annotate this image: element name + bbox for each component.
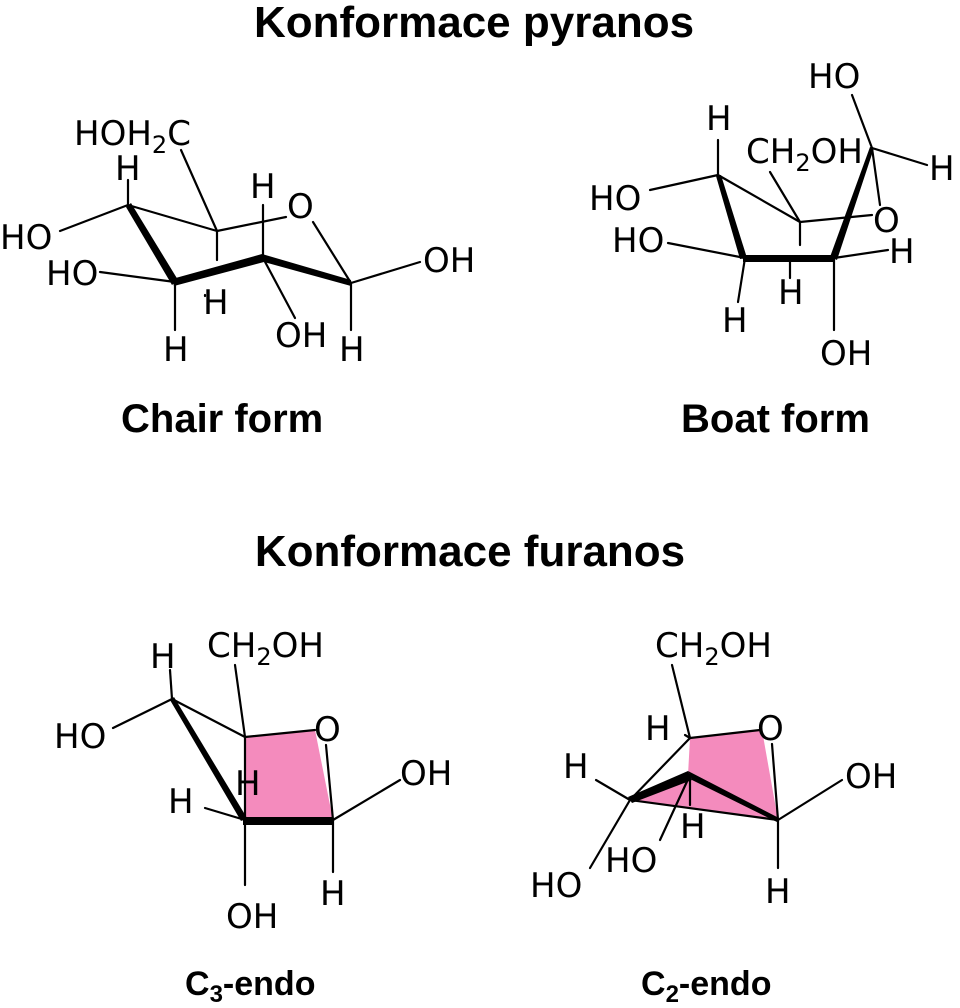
chair-bold-bond-c4-c3: [126, 203, 178, 285]
chair-form-structure: HOH2C H H O HO HO OH H H OH H: [0, 114, 475, 370]
boat-bond-c5-o: [798, 213, 874, 224]
c3-ch2oh-label: CH2OH: [207, 626, 324, 671]
boat-bold-bond-c3-c2: [743, 255, 834, 262]
boat-ho-left-1: HO: [589, 179, 641, 219]
c3-bond-c3-h: [168, 668, 174, 701]
boat-bond-c3-h: [736, 256, 747, 304]
c2-bond-c1-oh: [776, 778, 844, 822]
boat-bond-c2-h: [832, 248, 890, 260]
c2-endo-label: C2-endo: [641, 965, 771, 1008]
c2-bond-c2-ho: [658, 773, 692, 842]
c3-h-bottom: H: [320, 874, 346, 914]
chair-ho-left-2: HO: [46, 254, 98, 294]
chair-bond-c4-c5: [126, 203, 219, 233]
boat-oh-bottom: OH: [820, 334, 872, 374]
furanose-title: Konformace furanos: [255, 527, 685, 576]
c2-h-inner: H: [680, 807, 706, 847]
c2-endo-structure: CH2OH H O H OH H HO HO H: [530, 626, 897, 912]
c2-h-left: H: [563, 747, 589, 787]
chair-form-label: Chair form: [121, 397, 323, 441]
c3-ring-oxygen: O: [314, 710, 341, 750]
chair-bond-c5-ch2oh: [179, 148, 219, 233]
boat-form-label: Boat form: [681, 397, 870, 441]
chair-hoh2c-label: HOH2C: [74, 114, 191, 159]
chair-bond-c3-ho: [98, 270, 177, 284]
c3-h-top: H: [150, 637, 176, 677]
boat-h-right-mid: H: [889, 232, 915, 272]
chair-bond-c4-ho: [58, 203, 130, 233]
c3-h-inner: H: [235, 764, 261, 804]
boat-bold-bond-c2-c1: [830, 147, 874, 260]
boat-bold-bond-c4-c3: [716, 175, 747, 259]
c2-ho-left: HO: [530, 866, 582, 906]
pyranose-title: Konformace pyranos: [254, 0, 694, 47]
c2-bold-bond-c2-c1: [688, 771, 779, 823]
chair-bond-c5-o: [215, 215, 288, 233]
c2-bond-c3-ho: [588, 798, 632, 870]
boat-bond-c1-h: [870, 146, 929, 167]
boat-bond-c3-ho: [666, 241, 747, 260]
c2-endo-ring-plane: [630, 730, 778, 820]
chair-bond-o-c1: [311, 220, 353, 285]
boat-bond-c1-o: [870, 146, 882, 207]
boat-h-bottom-mid: H: [778, 273, 804, 313]
c3-endo-structure: H CH2OH HO O OH H H OH H: [54, 626, 452, 937]
c2-bond-c3-h: [594, 778, 632, 802]
chair-h-bottom-left: H: [163, 330, 189, 370]
c3-bond-c2-h: [203, 806, 247, 822]
c3-ho-left: HO: [54, 717, 106, 757]
chair-h-mid: H: [203, 283, 229, 323]
boat-ho-left-2: HO: [612, 221, 664, 261]
c2-ring-oxygen: O: [757, 709, 784, 749]
c2-h-top: H: [645, 709, 671, 749]
chair-h-top-mid: H: [250, 167, 276, 207]
c2-bond-o-c1: [770, 742, 780, 822]
c3-bond-c4-ch2oh: [233, 663, 247, 739]
c3-bond-c3-ho: [111, 697, 174, 730]
c3-oh-right: OH: [400, 754, 452, 794]
c3-endo-label: C3-endo: [185, 965, 315, 1008]
c3-h-left: H: [168, 782, 194, 822]
boat-h-top: H: [706, 99, 732, 139]
boat-form-structure: HO H CH2OH H HO O HO H H H OH: [589, 57, 955, 374]
c2-bond-c3-c1-back: [628, 798, 780, 822]
chair-bond-c1-oh: [349, 260, 422, 285]
boat-h-right-top: H: [929, 149, 955, 189]
chair-h-top-left: H: [115, 149, 141, 189]
c2-bond-c4-c3: [628, 736, 692, 802]
chair-bond-c2-oh: [261, 256, 297, 320]
chair-oh-bottom: OH: [275, 316, 327, 356]
c3-bond-c3-c4: [170, 697, 247, 739]
chair-h-bottom-right: H: [339, 330, 365, 370]
c2-bond-c4-ch2oh: [670, 663, 692, 740]
chair-bold-bond-c3-c2: [172, 254, 264, 286]
boat-bond-c4-ho: [648, 173, 720, 192]
chair-ho-left-1: HO: [0, 218, 52, 258]
boat-ring-oxygen: O: [873, 201, 900, 241]
c2-h-bottom: H: [765, 872, 791, 912]
boat-ho-top: HO: [808, 57, 860, 97]
boat-bond-c4-c5: [716, 173, 802, 224]
boat-bond-c5-ch2oh: [768, 170, 802, 224]
c3-bond-o-c1: [324, 743, 335, 822]
chair-oh-right: OH: [423, 241, 475, 281]
c2-bond-c4-o: [688, 728, 762, 740]
chair-ring-oxygen: O: [287, 187, 314, 227]
c3-bond-c1-oh: [331, 778, 402, 822]
boat-ch2oh-label: CH2OH: [746, 132, 863, 177]
c3-oh-bottom: OH: [226, 897, 278, 937]
boat-bond-c1-ho: [850, 93, 874, 150]
c2-ho-inner: HO: [605, 841, 657, 881]
c3-bond-c4-o: [243, 728, 317, 739]
c3-endo-ring-plane: [245, 730, 333, 820]
c2-ch2oh-label: CH2OH: [655, 626, 772, 671]
c3-bold-bond-c2-c1: [243, 817, 333, 825]
chair-bold-bond-c2-c1: [262, 254, 351, 286]
c3-bold-bond-c3-c2: [170, 697, 247, 821]
c2-bond-c4-h: [683, 733, 692, 740]
boat-h-bottom-left: H: [722, 301, 748, 341]
c2-oh-right: OH: [845, 757, 897, 797]
c2-bold-bond-c3-c2: [628, 771, 692, 803]
